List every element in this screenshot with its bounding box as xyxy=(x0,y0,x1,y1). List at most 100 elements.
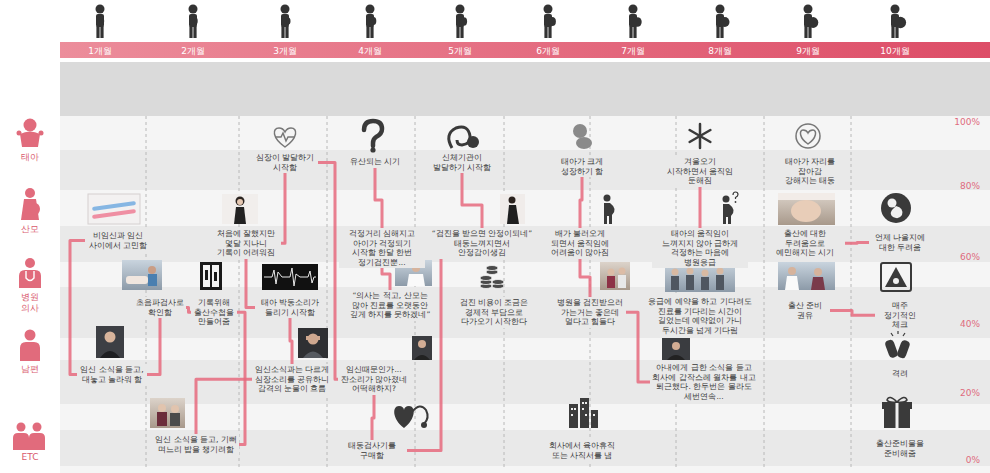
journey-note: 기록위해 출산수첩을 만들어줌 xyxy=(191,297,237,328)
label-slot: 1개월 xyxy=(75,44,125,58)
journey-note: 유산되는 시기 xyxy=(347,156,403,168)
month-bar xyxy=(60,42,990,58)
embryo-icon xyxy=(449,127,479,148)
husband-photo xyxy=(412,336,432,360)
journey-note: 임신 소식을 듣고, 기뻐 며느리 밥을 챙기려함 xyxy=(153,434,239,455)
note-text: 배가 불러오게 되면서 움직임에 어려움이 많아짐 xyxy=(549,229,611,258)
label-slot: 40% xyxy=(930,319,980,330)
percent-label: 100% xyxy=(930,117,980,128)
month-label: 6개월 xyxy=(523,44,573,58)
journey-note: 매주 정기적인 체크 xyxy=(875,300,925,331)
journey-note: 배가 불러오게 되면서 움직임에 어려움이 많아짐 xyxy=(547,228,613,259)
coins-icon xyxy=(480,266,504,289)
month-label: 3개월 xyxy=(260,44,310,58)
journey-note: 비임신과 임신 사이에서 고민함 xyxy=(85,230,151,251)
note-text: 심장이 발달하기 시작함 xyxy=(254,153,316,172)
heart-icon xyxy=(274,128,295,147)
journey-line xyxy=(462,173,482,228)
journey-note: 회사에서 육아휴직 또는 사직서를 냄 xyxy=(542,440,622,461)
journey-note: 태동검사기를 구매함 xyxy=(337,440,407,461)
heart-icon xyxy=(796,124,820,148)
journey-note: 태아 박동소리가 들리기 시작함 xyxy=(255,297,325,318)
label-slot: 9개월 xyxy=(783,44,833,58)
row-label: 병원 의사 xyxy=(17,292,43,314)
note-text: 임신 소식을 듣고, 기뻐 며느리 밥을 챙기려함 xyxy=(155,435,237,454)
worried-mother-icon xyxy=(723,192,739,224)
journey-note: 임신때문인가... 잔소리가 많아졌네 어떡해하지? xyxy=(338,364,410,395)
percent-label: 20% xyxy=(930,388,980,399)
month-label: 9개월 xyxy=(783,44,833,58)
label-slot: 병원 의사 xyxy=(17,292,43,314)
label-slot: 3개월 xyxy=(260,44,310,58)
month-label: 8개월 xyxy=(695,44,745,58)
journey-note: 심장이 발달하기 시작함 xyxy=(252,152,318,173)
journey-note: 태아의 움직임이 느껴지지 않아 급하게 걱정하는 마음에 병원응급 xyxy=(652,228,748,268)
note-text: “검진을 받으면 안정이되네” 태동느껴지면서 안정감이생김 xyxy=(430,229,534,258)
journey-note: 임신소식과는 다르게 심장소리를 공유하니 감격의 눈물이 흐름 xyxy=(252,364,332,395)
journey-line xyxy=(699,187,702,229)
scan-icon xyxy=(881,263,911,291)
note-text: 병원을 검진받으러 가는거는 좋은데 멀다고 힘들다 xyxy=(556,298,624,327)
journey-note: 아내에게 급한 소식을 듣고 회사에 갑작스레 월차를 내고 퇴근했다. 한두번… xyxy=(650,362,758,402)
journey-note: 격려 xyxy=(885,368,915,380)
chart-ground xyxy=(60,116,990,473)
note-text: 출산준비물을 준비해줌 xyxy=(872,439,928,458)
label-slot: 6개월 xyxy=(523,44,573,58)
journey-line xyxy=(318,163,338,380)
note-text: 임신때문인가... 잔소리가 많아졌네 어떡해하지? xyxy=(340,365,408,394)
journey-line xyxy=(830,311,875,316)
percent-label: 80% xyxy=(930,181,980,192)
note-text: 걱정거리 심해지고 아이가 걱정되기 시작함 한달 한번 정기검진뿐... xyxy=(341,229,423,267)
note-text: 초음파검사로 확인함 xyxy=(136,298,184,317)
note-text: 회사에서 육아휴직 또는 사직서를 냄 xyxy=(544,441,620,460)
row-label: 산모 xyxy=(10,224,50,235)
journey-line xyxy=(290,318,292,364)
note-text: 태동검사기를 구매함 xyxy=(339,441,405,460)
month-label: 4개월 xyxy=(345,44,395,58)
belly-photo xyxy=(778,193,835,225)
label-slot: 4개월 xyxy=(345,44,395,58)
note-text: 겨울오기 시작하면서 움직임 둔해짐 xyxy=(664,157,736,186)
husband-photo xyxy=(298,328,328,358)
note-text: 출산 준비 권유 xyxy=(782,301,828,320)
label-slot: ETC xyxy=(8,452,52,463)
journey-note: 신체기관이 발달하기 시작함 xyxy=(427,152,497,173)
label-slot: 20% xyxy=(930,388,980,399)
womb-icon xyxy=(881,193,911,223)
month-label: 10개월 xyxy=(870,44,920,58)
stethoscope-icon xyxy=(394,406,427,428)
journey-note: 검진 비용이 조금은 경제적 부담으로 다가오기 시작한다 xyxy=(448,297,540,328)
month-label: 7개월 xyxy=(608,44,658,58)
label-slot: 남편 xyxy=(10,364,50,375)
connector-group xyxy=(70,163,875,451)
percent-label: 40% xyxy=(930,319,980,330)
journey-note: “의사는 적고, 산모는 많아 진료를 오랫동안 깊게 하지를 못하겠네” xyxy=(346,290,434,321)
journey-note: 태아가 크게 성장하기 함 xyxy=(552,156,612,177)
label-slot: 2개월 xyxy=(168,44,218,58)
label-slot: 8개월 xyxy=(695,44,745,58)
note-text: 검진 비용이 조금은 경제적 부담으로 다가오기 시작한다 xyxy=(450,298,538,327)
journey-note: 출산준비물을 준비해줌 xyxy=(870,438,930,459)
label-slot: 80% xyxy=(930,181,980,192)
snowflake-icon xyxy=(690,124,711,148)
label-slot: 5개월 xyxy=(435,44,485,58)
note-text: 응급에 예약을 하고 기다려도 진료를 기다리는 시간이 길었는데 예약없이 가… xyxy=(646,297,754,335)
note-text: 태아가 자리를 잡아감 강해지는 태동 xyxy=(781,157,839,186)
note-text: “의사는 적고, 산모는 많아 진료를 오랫동안 깊게 하지를 못하겠네” xyxy=(348,291,432,320)
clap-icon xyxy=(884,331,911,359)
label-slot: 0% xyxy=(930,455,980,466)
journey-line xyxy=(281,173,285,243)
note-text: 아내에게 급한 소식을 듣고 회사에 갑작스레 월차를 내고 퇴근했다. 한두번… xyxy=(652,363,756,401)
journey-line xyxy=(375,168,382,229)
journey-line xyxy=(845,241,869,245)
journey-note: 출산 준비 권유 xyxy=(780,300,830,321)
journey-line xyxy=(196,379,252,434)
note-text: 태아 박동소리가 들리기 시작함 xyxy=(257,298,323,317)
note-text: 처음에 잘했지만 몇달 지나니 기록이 어려워짐 xyxy=(213,229,279,258)
top-panel xyxy=(60,62,990,116)
label-slot: 태아 xyxy=(10,152,50,163)
row-label: 남편 xyxy=(10,364,50,375)
note-text: 매주 정기적인 체크 xyxy=(877,301,923,330)
journey-note: 병원을 검진받으러 가는거는 좋은데 멀다고 힘들다 xyxy=(554,297,626,328)
